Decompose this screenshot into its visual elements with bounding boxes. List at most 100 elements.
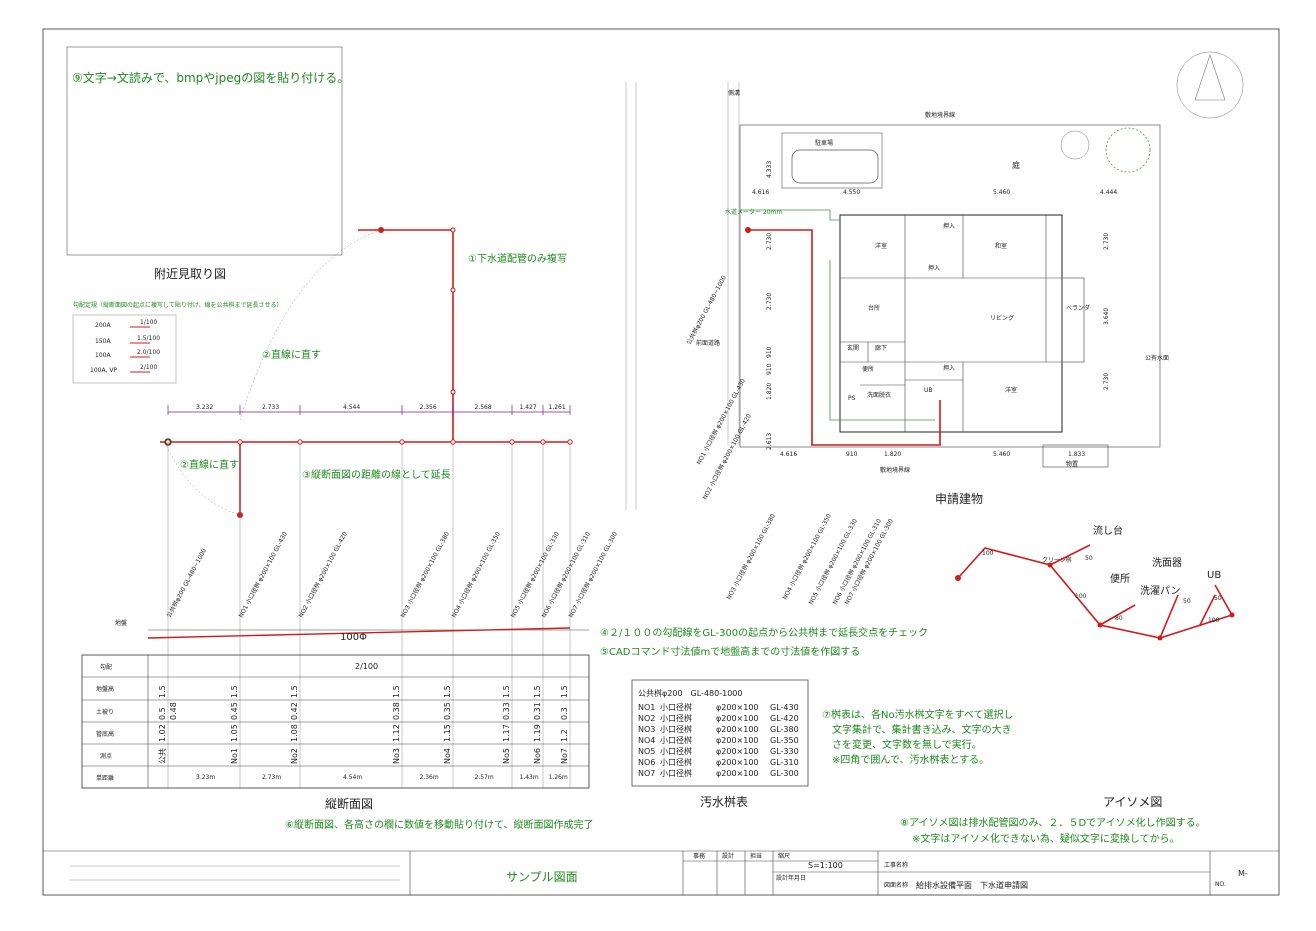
ground-height: 1.5 <box>392 685 401 698</box>
ground-height: 1.5 <box>443 685 452 698</box>
note-7-line-1: ⑦桝表は、各No汚水桝文字をすべて選択し <box>822 708 1013 721</box>
slope-row-label: 100A, VP <box>90 367 117 374</box>
title-block <box>43 850 1279 895</box>
station-name: No5 <box>502 748 511 764</box>
bottom-dimension: 1.833 <box>1068 451 1085 458</box>
note-8: ⑧アイソメ図は排水配管図のみ、２．５Dでアイソメ化し作図する。 <box>900 816 1206 829</box>
side-ditch-label: 側溝 <box>728 89 740 97</box>
cover-depth: 0.5 <box>158 707 167 720</box>
note-4: ④２/１００の勾配線をGL-300の起点から公共桝まで延長交点をチェック <box>600 626 928 639</box>
slope-legend-header: 勾配定規（縦断面図の起点に複写して貼り付け、線を公共桝まで延長させる） <box>73 301 283 309</box>
profile-manhole-label: 公共桝φ200 GL-480~1000 <box>165 547 208 619</box>
distance-label: 2.568 <box>475 404 492 411</box>
building-title: 申請建物 <box>935 492 983 506</box>
manhole-size: φ200×100 <box>716 714 759 723</box>
side-dimension: 910 <box>766 363 773 375</box>
profile-title: 縦断面図 <box>325 796 373 811</box>
distance-label: 2.356 <box>420 404 437 411</box>
top-dimension: 4.550 <box>843 189 860 196</box>
public-water-label: 公有水面 <box>1145 354 1169 362</box>
room-label: 廊下 <box>875 344 887 352</box>
note-1: ①下水道配管のみ複写 <box>468 252 567 265</box>
profile-diagonal-labels: 公共桝φ200 GL-480~1000 NO1 小口径桝 φ200×100 GL-… <box>165 530 619 619</box>
manhole-no: NO5 <box>638 747 655 756</box>
profile-manhole-label: NO1 小口径桝 φ200×100 GL-430 <box>237 530 289 619</box>
distance-label: 4.544 <box>343 404 360 411</box>
tb-number: M- <box>1238 869 1248 878</box>
manhole-size: φ200×100 <box>716 703 759 712</box>
cover-depth: 0.45 <box>230 702 239 720</box>
manhole-no: NO3 <box>638 725 655 734</box>
room-label: 押入 <box>928 264 940 272</box>
iso-pipe-label: 50 <box>1214 595 1222 602</box>
note-5: ⑤CADコマンド寸法値mで地盤高までの寸法値を作図する <box>600 645 860 658</box>
copied-pipe <box>164 227 456 516</box>
row-label: 勾配 <box>100 663 112 671</box>
road-lines <box>625 82 740 510</box>
meter-label: 水道メーター 20mm <box>725 208 782 216</box>
isometric-drawing <box>955 544 1235 641</box>
manhole-no: NO2 <box>638 714 655 723</box>
storage-label: 物置 <box>1066 460 1078 468</box>
invert-height: 1.2 <box>560 729 569 742</box>
room-label: 押入 <box>943 222 955 230</box>
manhole-table: 公共桝φ200 GL-480-1000 <box>631 679 809 787</box>
slope-row-label: 200A <box>95 322 111 329</box>
row-label: 土被り <box>96 708 114 716</box>
row-label: 測点 <box>100 752 112 760</box>
side-dimension: 2.613 <box>766 433 773 450</box>
right-dimension: 2.730 <box>1103 373 1110 390</box>
row-label: 単距離 <box>96 774 114 782</box>
bottom-dimension: 910 <box>846 451 858 458</box>
iso-clean: クリーン桝 <box>1042 556 1072 564</box>
parking-label: 駐車場 <box>815 139 833 147</box>
profile-table: 100Φ 地盤 2/100 勾配 地盤高 土被り 管底高 測点 単距離 <box>81 619 590 789</box>
right-dimension: 2.730 <box>1103 233 1110 250</box>
segment-distance: 3.23m <box>196 774 215 781</box>
room-label: PS <box>848 395 856 402</box>
manhole-gl: GL-330 <box>770 747 799 756</box>
ground-height: 1.5 <box>533 685 542 698</box>
station-name: No3 <box>392 748 401 764</box>
room-label: 和室 <box>995 242 1007 250</box>
tb-office: 事務 <box>693 852 705 860</box>
distance-label: 1.261 <box>549 404 566 411</box>
iso-pipe-label: 100 <box>1075 593 1087 600</box>
invert-height: 1.05 <box>230 724 239 742</box>
top-dimension: 5.460 <box>993 189 1010 196</box>
segment-distance: 4.54m <box>343 774 362 781</box>
isometric-title: アイソメ図 <box>1103 795 1162 809</box>
room-label: 便所 <box>862 365 874 373</box>
sheet-border <box>42 28 1280 896</box>
plan-manhole-label: NO4 小口径桝 φ200×100 GL-350 <box>781 512 833 601</box>
room-label: 台所 <box>868 304 880 312</box>
pipe-label: 100Φ <box>340 632 367 643</box>
ground-height: 1.5 <box>502 685 511 698</box>
iso-pipe-label: 50 <box>1183 598 1191 605</box>
side-dimension: 910 <box>766 346 773 358</box>
manhole-size: φ200×100 <box>716 758 759 767</box>
bottom-dimension: 4.616 <box>780 451 797 458</box>
cover-depth: 0.3 <box>560 707 569 720</box>
ground-height: 1.5 <box>230 685 239 698</box>
vicinity-frame <box>66 46 343 256</box>
station-name: No4 <box>443 748 452 764</box>
station-name: No7 <box>560 748 569 764</box>
side-dimension: 1.820 <box>766 383 773 400</box>
tb-charge: 担当 <box>750 852 762 860</box>
iso-washbasin: 洗面器 <box>1152 557 1182 569</box>
top-dimension: 4.616 <box>752 189 769 196</box>
vicinity-title: 附近見取り図 <box>154 267 226 281</box>
room-label: リビング <box>990 314 1014 322</box>
iso-laundry: 洗濯パン <box>1140 585 1181 597</box>
note-7-line-3: さを変更、文字数を無しで実行。 <box>832 738 982 751</box>
plan-drain <box>740 209 941 446</box>
tb-drawing-name: 給排水設備平面 下水道申請図 <box>916 880 1028 890</box>
cover-depth: 0.33 <box>502 702 511 720</box>
note-6: ⑥縦断面図、各高さの欄に数値を移動貼り付けて、縦断面図作成完了 <box>285 818 593 831</box>
slope-row-label: 100A <box>95 352 111 359</box>
room-label: 洗面脱衣 <box>867 391 891 399</box>
